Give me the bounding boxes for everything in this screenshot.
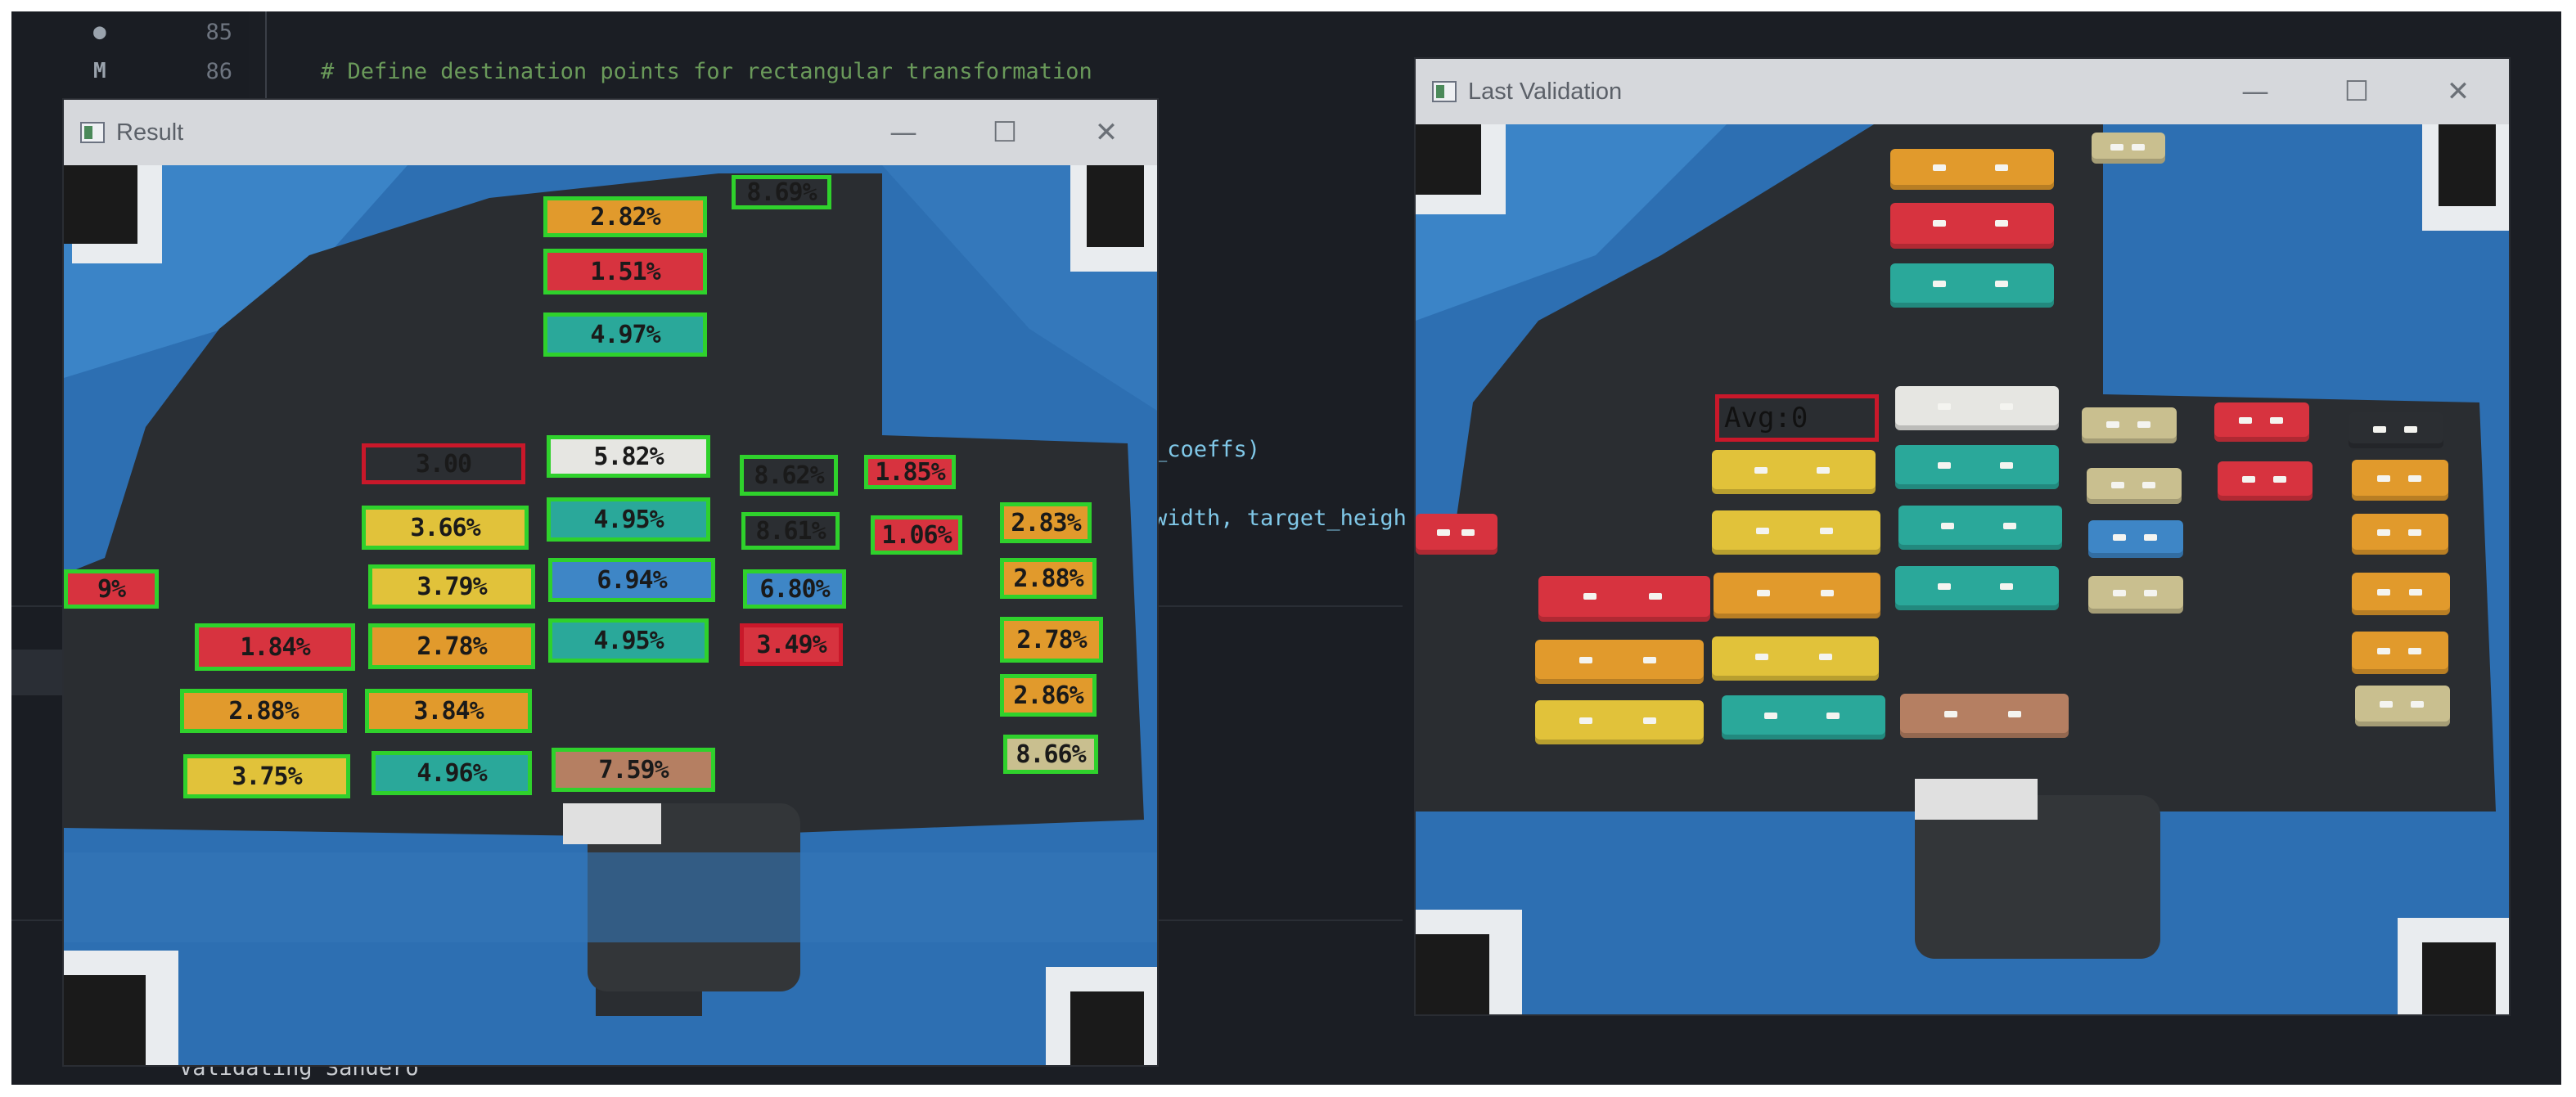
- fuse-score-label: 4.95%: [548, 618, 709, 663]
- fuse-score-label: 8.66%: [1003, 735, 1098, 774]
- minimize-button[interactable]: —: [889, 116, 917, 149]
- fuse: [1890, 203, 2054, 249]
- fuse: [1712, 450, 1876, 494]
- fuse-score-label: 1.85%: [864, 455, 956, 489]
- fuse: [1895, 566, 2059, 610]
- fuse: [1714, 573, 1880, 618]
- fuse: [2352, 460, 2448, 501]
- fuse: [2352, 514, 2448, 555]
- validation-image: Avg:0: [1416, 124, 2509, 1014]
- fuse: [2087, 468, 2182, 504]
- fuse-score-label: 3.66%: [362, 506, 529, 550]
- fuse: [1900, 694, 2069, 738]
- screen: ● 85 M 86 # Define destination points fo…: [11, 11, 2561, 1085]
- fuse-score-label: 1.84%: [195, 623, 355, 671]
- result-titlebar[interactable]: Result — ☐ ✕: [64, 100, 1157, 165]
- line-number: 85: [205, 20, 232, 45]
- maximize-button[interactable]: ☐: [992, 116, 1018, 149]
- fuse-score-label: 1.06%: [871, 515, 962, 555]
- fuse: [2355, 686, 2450, 726]
- validation-titlebar[interactable]: Last Validation — ☐ ✕: [1416, 59, 2509, 124]
- line-number: 86: [205, 59, 232, 84]
- window-title: Last Validation: [1468, 78, 1623, 105]
- window-title: Result: [116, 119, 184, 146]
- result-image: 8.69% 2.82% 1.51% 4.97% 3.00 5.82% 8.62% 1.85% 3…: [64, 165, 1157, 1065]
- gutter-marker-dot: ●: [93, 20, 106, 44]
- window-app-icon: [1432, 81, 1457, 102]
- indent-guide: [265, 11, 267, 110]
- fuse: [2082, 407, 2177, 443]
- fuse-score-label: 3.79%: [368, 564, 535, 609]
- gutter-marker-modified: M: [93, 59, 106, 83]
- fuse: [1538, 576, 1710, 622]
- fuse: [2218, 461, 2313, 501]
- fuse-score-label: 6.94%: [548, 558, 715, 602]
- fuse-score-label: 3.84%: [365, 689, 532, 733]
- fuse: [2214, 402, 2309, 442]
- fuse-box-photo: [64, 165, 1157, 1065]
- fuse-score-label: 2.83%: [1000, 502, 1092, 543]
- fuse: [2088, 576, 2183, 614]
- fuse-score-label: 8.62%: [740, 455, 838, 496]
- fuse-score-label: 5.82%: [547, 435, 710, 478]
- fuse: [1535, 700, 1704, 744]
- minimize-button[interactable]: —: [2241, 75, 2269, 108]
- fuse: [1890, 263, 2054, 308]
- fuse-score-label: 3.49%: [740, 623, 843, 666]
- fuse-score-label: 3.00: [362, 443, 525, 484]
- fuse-score-label: 2.78%: [1000, 617, 1103, 663]
- code-comment-line[interactable]: # Define destination points for rectangu…: [321, 59, 1092, 84]
- fuse-score-label: 4.96%: [372, 751, 532, 795]
- fuse-score-label: 2.86%: [1000, 674, 1097, 717]
- fuse: [2088, 520, 2183, 558]
- fuse: [1722, 695, 1885, 740]
- code-line-fragment[interactable]: _coeffs): [1154, 437, 1261, 462]
- close-button[interactable]: ✕: [1094, 116, 1119, 149]
- fuse-score-label: 3.75%: [183, 754, 350, 798]
- fuse-score-label: 2.78%: [368, 623, 535, 669]
- fuse-score-label: 7.59%: [552, 748, 715, 792]
- fuse-score-label: 2.82%: [543, 196, 707, 237]
- last-validation-window[interactable]: Last Validation — ☐ ✕: [1416, 59, 2509, 1014]
- fuse: [1712, 510, 1880, 555]
- fuse-score-label: 4.97%: [543, 312, 707, 357]
- fuse-score-label: 1.51%: [543, 249, 707, 294]
- code-line-fragment[interactable]: width, target_heigh: [1154, 506, 1407, 531]
- close-button[interactable]: ✕: [2446, 75, 2470, 108]
- fuse: [1890, 149, 2054, 190]
- fuse: [2349, 412, 2443, 448]
- fuse: [1895, 386, 2059, 430]
- fuse: [2352, 573, 2450, 615]
- fuse-score-label: 4.95%: [547, 497, 710, 542]
- fuse: [2352, 632, 2448, 674]
- fuse-score-label: 8.69%: [732, 175, 831, 209]
- fuse-score-label: 9%: [64, 569, 159, 609]
- fuse: [1898, 506, 2062, 550]
- fuse-score-label: 6.80%: [743, 569, 846, 609]
- fuse: [1895, 445, 2059, 489]
- fuse: [1416, 514, 1497, 555]
- activity-bar-item[interactable]: [11, 650, 65, 695]
- window-app-icon: [80, 122, 105, 143]
- average-score-box: Avg:0: [1715, 394, 1879, 442]
- fuse: [1712, 636, 1879, 681]
- fuse-score-label: 8.61%: [741, 512, 840, 550]
- fuse-score-label: 2.88%: [1000, 558, 1097, 599]
- fuse: [2092, 133, 2165, 164]
- fuse-score-label: 2.88%: [180, 689, 347, 733]
- maximize-button[interactable]: ☐: [2344, 75, 2370, 108]
- fuse: [1535, 640, 1704, 684]
- result-window[interactable]: Result — ☐ ✕: [64, 100, 1157, 1065]
